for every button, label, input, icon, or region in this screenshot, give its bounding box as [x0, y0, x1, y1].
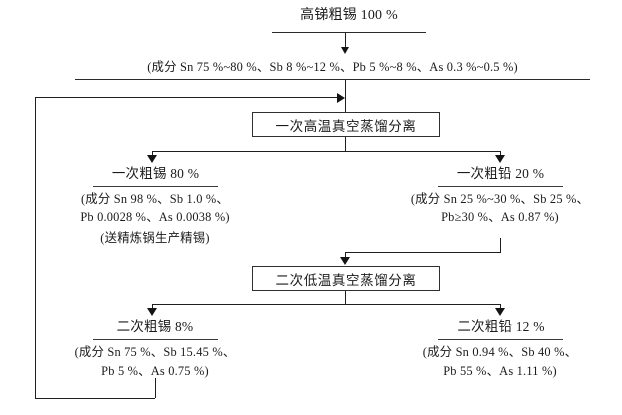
- feed-composition-underline: [75, 79, 590, 80]
- stage1-right-label: 一次粗铅 20 %: [456, 166, 545, 181]
- stage2-left-composition-line1: (成分 Sn 75 %、Sb 15.45 %、: [74, 345, 236, 359]
- recycle-loop-top-segment: [35, 97, 338, 98]
- process1-outlet-connector: [345, 137, 346, 151]
- stage2-right-composition-line2: Pb 55 %、As 1.11 %): [443, 364, 557, 378]
- split2-right-arrow-icon: [495, 308, 505, 316]
- stage1-right-composition-line2: Pb≥30 %、As 0.87 %): [441, 210, 559, 224]
- split1-right-drop: [500, 151, 501, 157]
- stage1-left-composition-line1: (成分 Sn 98 %、Sb 1.0 %、: [80, 192, 230, 206]
- stage1-left-composition-line2: Pb 0.0028 %、As 0.0038 %): [80, 210, 230, 224]
- feed-title: 高锑粗锡 100 %: [300, 8, 398, 23]
- process2-inlet-arrow-icon: [340, 257, 350, 265]
- split1-left-drop: [152, 151, 153, 157]
- split1-horizontal-bar: [152, 151, 501, 152]
- recycle-loop-left-segment: [35, 97, 36, 398]
- feed-composition: (成分 Sn 75 %~80 %、Sb 8 %~12 %、Pb 5 %~8 %、…: [147, 60, 518, 74]
- process-box-secondary-distillation[interactable]: 二次低温真空蒸馏分离: [252, 266, 440, 291]
- feed-title-connector: [345, 33, 346, 48]
- process2-inlet-connector: [345, 252, 346, 259]
- split2-left-drop: [152, 304, 153, 310]
- split1-right-arrow-icon: [495, 155, 505, 163]
- process2-outlet-connector: [345, 291, 346, 304]
- recycle-loop-arrow-icon: [337, 93, 345, 103]
- stage2-right-underline: [438, 339, 563, 340]
- stage1-left-note: (送精炼锅生产精锡): [100, 231, 210, 245]
- stage2-right-composition-line1: (成分 Sn 0.94 %、Sb 40 %、: [422, 345, 578, 359]
- stage2-left-label: 二次粗锡 8%: [116, 319, 194, 334]
- split2-right-drop: [500, 304, 501, 310]
- feed-title-underline: [272, 32, 426, 33]
- stage1-left-underline: [93, 186, 218, 187]
- split2-horizontal-bar: [152, 304, 501, 305]
- recycle-loop-bottom-segment: [35, 398, 155, 399]
- stage2-left-underline: [93, 339, 218, 340]
- stage1-right-to-process2-run: [345, 252, 501, 253]
- split1-left-arrow-icon: [147, 155, 157, 163]
- stage1-right-to-process2-riser: [500, 238, 501, 252]
- stage1-left-label: 一次粗锡 80 %: [111, 166, 200, 181]
- stage1-right-composition-line1: (成分 Sn 25 %~30 %、Sb 25 %、: [410, 192, 590, 206]
- stage2-right-label: 二次粗铅 12 %: [457, 319, 545, 334]
- process-box-primary-distillation[interactable]: 一次高温真空蒸馏分离: [252, 112, 440, 137]
- stage2-left-composition-line2: Pb 5 %、As 0.75 %): [101, 364, 209, 378]
- split2-left-arrow-icon: [147, 308, 157, 316]
- feed-to-process1-connector: [345, 80, 346, 112]
- recycle-loop-riser-segment: [155, 378, 156, 398]
- stage1-right-underline: [438, 186, 563, 187]
- feed-title-arrow-icon: [341, 47, 349, 54]
